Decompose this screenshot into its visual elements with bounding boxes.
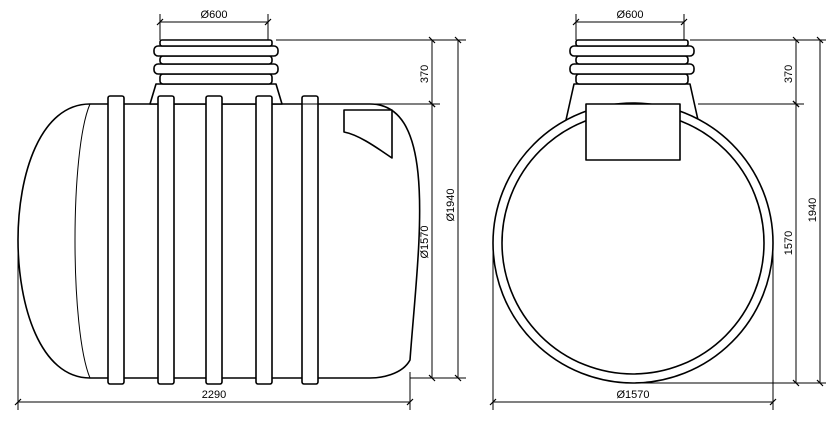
side-neck-rings bbox=[153, 39, 279, 85]
front-neck-height-label: 370 bbox=[783, 65, 795, 83]
front-neck-diameter-label: Ø600 bbox=[617, 9, 644, 21]
side-dim-length: 2290 bbox=[14, 245, 414, 410]
rib bbox=[107, 95, 125, 385]
front-total-height-label: 1940 bbox=[807, 198, 819, 222]
front-neck-rings bbox=[569, 39, 695, 85]
rib bbox=[157, 95, 175, 385]
front-inlet-box bbox=[585, 103, 681, 161]
rib bbox=[301, 95, 319, 385]
front-body-diameter-label: Ø1570 bbox=[616, 389, 649, 401]
rib bbox=[205, 95, 223, 385]
front-dim-body-diameter: Ø1570 bbox=[489, 243, 777, 410]
side-body-diameter-label: Ø1570 bbox=[419, 225, 431, 258]
side-ribs bbox=[107, 95, 319, 385]
side-dim-body-diameter: Ø1570 bbox=[419, 100, 436, 382]
side-neck-diameter-label: Ø600 bbox=[201, 9, 228, 21]
front-dim-body-height: 1570 bbox=[783, 100, 800, 387]
front-body-height-label: 1570 bbox=[783, 231, 795, 255]
front-view: Ø600 370 1570 1940 Ø1570 bbox=[489, 9, 826, 410]
side-dim-neck-diameter: Ø600 bbox=[156, 9, 272, 40]
front-dim-neck-height: 370 bbox=[783, 36, 800, 108]
side-dim-total-height: Ø1940 bbox=[445, 36, 462, 382]
side-tank-body bbox=[17, 103, 421, 379]
side-neck-height-label: 370 bbox=[419, 65, 431, 83]
side-inlet-pipe bbox=[343, 109, 393, 159]
front-dim-neck-diameter: Ø600 bbox=[572, 9, 688, 40]
side-dim-neck-height: 370 bbox=[419, 36, 436, 108]
side-view: Ø600 370 Ø1570 Ø1940 2290 bbox=[14, 9, 466, 410]
side-length-label: 2290 bbox=[202, 389, 226, 401]
rib bbox=[255, 95, 273, 385]
side-total-height-label: Ø1940 bbox=[445, 188, 457, 221]
side-tank-left-seam bbox=[74, 103, 91, 379]
side-neck-base bbox=[149, 83, 283, 105]
front-dim-total-height: 1940 bbox=[807, 36, 824, 387]
